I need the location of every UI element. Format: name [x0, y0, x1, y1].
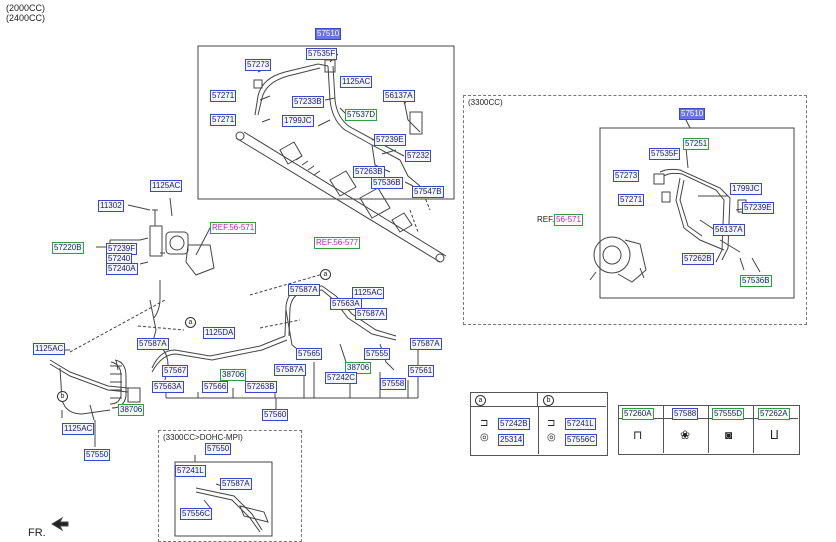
ref-link-56-571[interactable]: 56-571: [554, 214, 583, 226]
variant-3300cc-frame: [463, 95, 807, 325]
grommet-icon: ◎: [480, 432, 489, 443]
part-57550[interactable]: 57550: [205, 443, 232, 455]
circle-marker-a: a: [320, 269, 331, 280]
part-57563a[interactable]: 57563A: [152, 381, 184, 393]
part-57587a[interactable]: 57587A: [137, 338, 169, 350]
part-57560[interactable]: 57560: [262, 409, 289, 421]
part-57555d[interactable]: 57555D: [712, 408, 745, 420]
detail-divider: [708, 405, 709, 453]
part-57536b[interactable]: 57536B: [371, 177, 403, 189]
variant-2400cc-label: (2400CC): [6, 13, 46, 23]
circle-marker-b: b: [543, 395, 554, 406]
part-57271[interactable]: 57271: [210, 90, 237, 102]
part-57565[interactable]: 57565: [296, 348, 323, 360]
part-1799jc[interactable]: 1799JC: [282, 115, 314, 127]
part-1799jc[interactable]: 1799JC: [730, 183, 762, 195]
part-57242b[interactable]: 57242B: [498, 418, 530, 430]
clamp-icon: ⊐: [547, 418, 556, 429]
part-57535f[interactable]: 57535F: [649, 148, 681, 160]
part-57271[interactable]: 57271: [618, 194, 645, 206]
part-57273[interactable]: 57273: [245, 59, 272, 71]
part-1125ac[interactable]: 1125AC: [33, 343, 66, 355]
circle-marker-a: a: [185, 317, 196, 328]
part-57241l[interactable]: 57241L: [565, 418, 596, 430]
part-1125ac[interactable]: 1125AC: [150, 180, 183, 192]
part-57587a[interactable]: 57587A: [220, 478, 252, 490]
part-57567[interactable]: 57567: [162, 365, 189, 377]
part-57241l[interactable]: 57241L: [175, 465, 206, 477]
part-1125ac[interactable]: 1125AC: [340, 76, 373, 88]
circle-marker-a: a: [475, 395, 486, 406]
part-57240a[interactable]: 57240A: [106, 263, 138, 275]
part-57561[interactable]: 57561: [408, 365, 435, 377]
upper-group-frame: [197, 45, 455, 200]
part-56137a[interactable]: 56137A: [713, 224, 745, 236]
detail-divider: [538, 406, 539, 454]
part-57271[interactable]: 57271: [210, 114, 237, 126]
part-57550[interactable]: 57550: [84, 449, 111, 461]
part-57262b[interactable]: 57262B: [682, 253, 714, 265]
clamp-icon: ⊐: [480, 418, 489, 429]
part-57263b[interactable]: 57263B: [245, 381, 277, 393]
part-57535f[interactable]: 57535F: [306, 48, 338, 60]
part-57588[interactable]: 57588: [672, 408, 699, 420]
part-57273[interactable]: 57273: [613, 170, 640, 182]
part-57587a[interactable]: 57587A: [274, 364, 306, 376]
part-1125ac[interactable]: 1125AC: [62, 423, 95, 435]
grommet-icon: ◎: [547, 432, 556, 443]
part-57251[interactable]: 57251: [683, 138, 710, 150]
detail-divider: [663, 405, 664, 453]
part-57263b[interactable]: 57263B: [353, 166, 385, 178]
part-57233b[interactable]: 57233B: [292, 96, 324, 108]
part-38706[interactable]: 38706: [220, 369, 247, 381]
detail-table-clamps: [618, 405, 800, 455]
part-57587a[interactable]: 57587A: [288, 284, 320, 296]
part-57566[interactable]: 57566: [202, 381, 229, 393]
grommet-icon: ◙: [725, 428, 733, 442]
clip-icon: ❀: [680, 428, 691, 442]
detail-divider: [470, 406, 606, 407]
part-57242c[interactable]: 57242C: [325, 372, 358, 384]
part-57239e[interactable]: 57239E: [742, 202, 774, 214]
part-57510[interactable]: 57510: [315, 28, 342, 40]
part-57587a[interactable]: 57587A: [410, 338, 442, 350]
ref-link-56-577[interactable]: REF.56-577: [314, 237, 361, 249]
clamp-icon: ⊓: [633, 428, 643, 442]
part-57563a[interactable]: 57563A: [330, 298, 362, 310]
part-57555[interactable]: 57555: [364, 348, 391, 360]
part-56137a[interactable]: 56137A: [383, 90, 415, 102]
circle-marker-b: b: [57, 391, 68, 402]
part-57239e[interactable]: 57239E: [374, 134, 406, 146]
part-11302[interactable]: 11302: [98, 200, 124, 212]
part-57262a[interactable]: 57262A: [758, 408, 790, 420]
part-1125da[interactable]: 1125DA: [203, 327, 236, 339]
variant-2000cc-label: (2000CC): [6, 3, 46, 13]
part-57537d[interactable]: 57537D: [345, 109, 378, 121]
bracket-icon: ⨿: [770, 428, 779, 442]
part-57220b[interactable]: 57220B: [52, 242, 84, 254]
variant-dohc-label: (3300CC>DOHC-MPI): [163, 433, 243, 442]
part-57556c[interactable]: 57556C: [565, 434, 598, 446]
part-25314[interactable]: 25314: [498, 434, 525, 446]
ref-link-56-571[interactable]: REF.56-571: [210, 222, 257, 234]
part-57547b[interactable]: 57547B: [412, 186, 444, 198]
part-57260a[interactable]: 57260A: [622, 408, 654, 420]
front-direction-label: FR.: [28, 527, 46, 539]
detail-divider: [753, 405, 754, 453]
part-57556c[interactable]: 57556C: [180, 508, 213, 520]
variant-3300cc-label: (3300CC): [468, 98, 503, 107]
part-1125ac[interactable]: 1125AC: [352, 287, 385, 299]
part-38706[interactable]: 38706: [345, 362, 372, 374]
part-57587a[interactable]: 57587A: [355, 308, 387, 320]
part-57536b[interactable]: 57536B: [740, 275, 772, 287]
part-38706[interactable]: 38706: [118, 404, 145, 416]
ref-prefix-label: REF.: [537, 215, 555, 224]
detail-table-ab: [470, 392, 608, 456]
part-57558[interactable]: 57558: [380, 378, 407, 390]
part-57232[interactable]: 57232: [405, 150, 432, 162]
part-57510[interactable]: 57510: [679, 108, 706, 120]
